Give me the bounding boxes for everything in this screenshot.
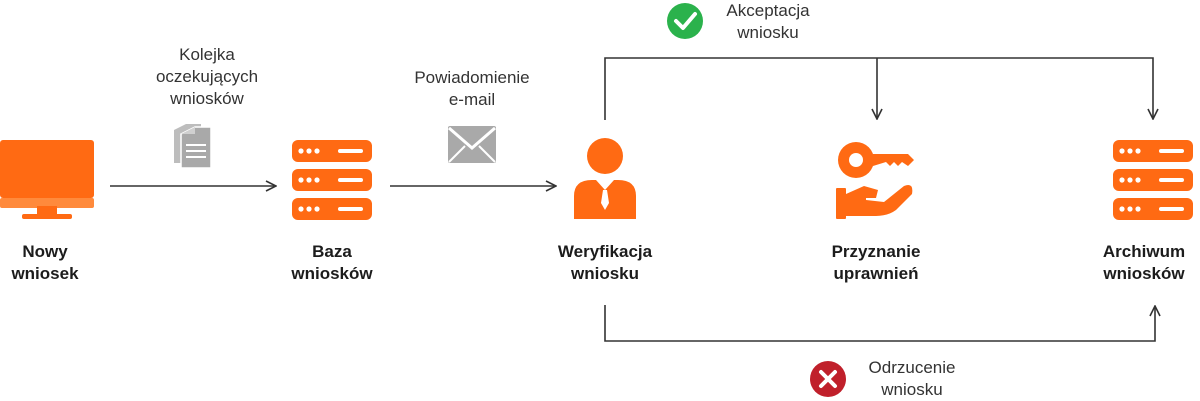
node-label-request-archive: Archiwum wniosków xyxy=(1102,242,1186,283)
node-label-request-database: Baza wniosków xyxy=(291,242,373,283)
envelope-icon xyxy=(448,126,496,163)
edge-accept-path xyxy=(604,57,1153,120)
documents-icon xyxy=(174,124,212,169)
monitor-icon xyxy=(0,140,94,219)
edge-reject-path xyxy=(604,305,1155,342)
node-label-grant-permissions: Przyznanie uprawnień xyxy=(831,242,921,283)
edge-label-reject: Odrzucenie wniosku xyxy=(868,358,956,399)
node-label-verification: Weryfikacja wniosku xyxy=(557,242,653,283)
person-icon xyxy=(574,138,636,219)
edge-label-queue: Kolejka oczekujących wniosków xyxy=(155,45,259,108)
server-icon xyxy=(1113,140,1193,220)
node-label-new-request: Nowy wniosek xyxy=(11,242,79,283)
check-circle-icon xyxy=(667,3,703,39)
server-icon xyxy=(292,140,372,220)
key-hand-icon xyxy=(836,142,914,219)
x-circle-icon xyxy=(810,361,846,397)
edge-label-accept: Akceptacja wniosku xyxy=(726,1,810,42)
edge-label-email: Powiadomienie e-mail xyxy=(414,68,530,109)
